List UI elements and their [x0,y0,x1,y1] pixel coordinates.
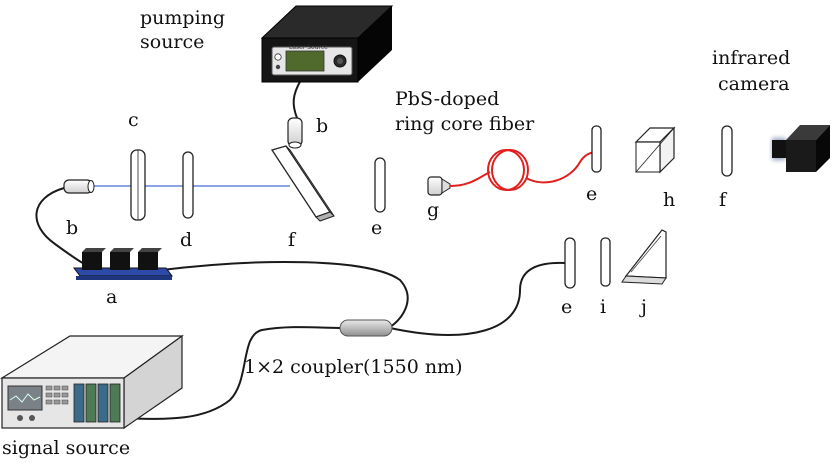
cable-signal-to-coupler [121,326,343,420]
beam-paths [90,145,790,266]
label-c: c [128,109,139,131]
optic-e-mid [374,157,386,213]
infrared-camera-device [772,125,830,172]
optic-f-right [721,125,733,177]
beam-splitter-h [634,126,676,174]
coupling-lens-g [427,176,451,196]
label-i: i [600,296,606,318]
optic-d [182,151,194,219]
signal-source-device [0,334,184,430]
fiber-label-line1: PbS-doped [395,88,499,110]
prism-j [621,229,667,285]
label-b-left: b [66,217,78,239]
label-h: h [663,189,675,211]
collimator-top [287,117,303,149]
label-a: a [106,286,117,308]
label-e-right-top: e [586,183,597,205]
fiber-coupler [339,319,393,337]
label-g: g [427,199,439,221]
label-j: j [639,296,647,318]
cable-coupler-to-e [389,261,566,336]
coupler-label: 1×2 coupler(1550 nm) [244,356,463,378]
infrared-camera-label-line1: infrared [712,47,790,69]
label-d: d [180,229,192,251]
optic-i [600,237,611,287]
optic-e-right-top [591,125,602,173]
label-f-left: f [288,229,297,251]
signal-source-label: signal source [2,437,130,459]
infrared-camera-label-line2: camera [718,73,790,95]
fiber-label-line2: ring core fiber [395,113,535,135]
device-label: Laser Source [289,44,328,51]
pumping-source-label-line2: source [140,31,204,53]
cable-a-to-coupler [161,260,409,329]
pumping-source-label-line1: pumping [140,7,225,29]
label-e-bottom: e [561,296,572,318]
labels: pumping source infrared camera PbS-doped… [2,7,790,459]
optic-c [130,149,146,221]
label-b-top: b [316,115,328,137]
ring-core-fiber [449,149,598,191]
cable-b-to-a [35,187,89,267]
collimator-left [63,179,95,194]
pumping-source-device: Laser Source [260,5,394,83]
label-f-right: f [719,189,728,211]
cables [35,79,566,420]
detector-array-a [73,248,173,280]
optic-f-dichroic [270,145,335,222]
optic-e-bottom [564,237,576,289]
cable-pump-to-b [292,79,302,119]
label-e-mid: e [371,217,382,239]
